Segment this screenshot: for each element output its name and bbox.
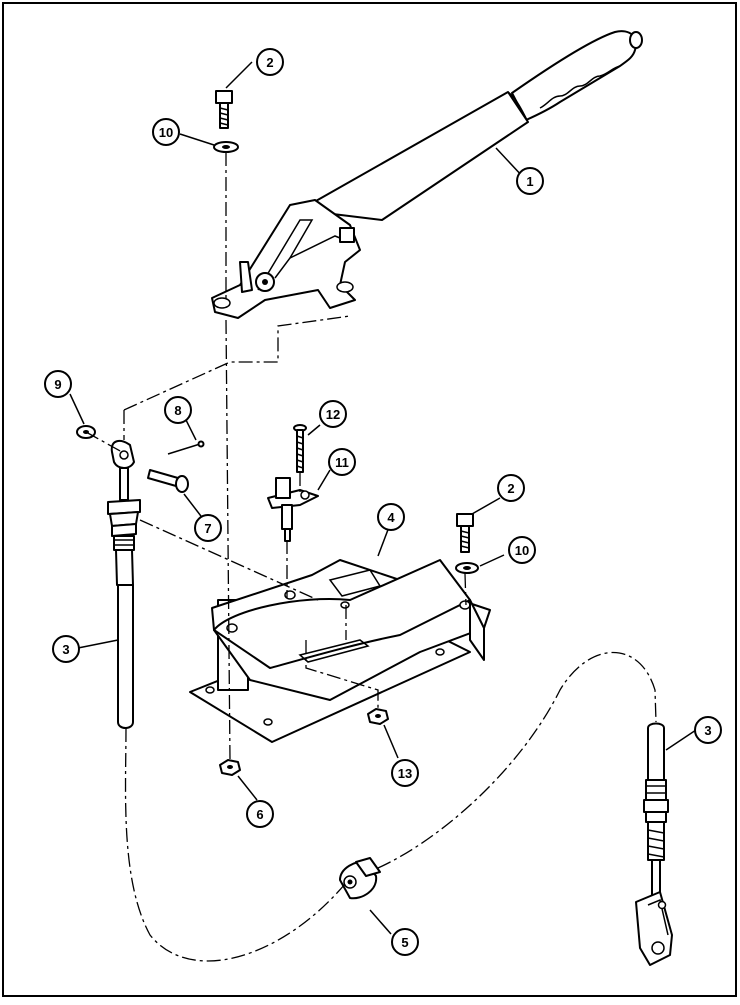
switch-body — [275, 477, 291, 499]
svg-text:11: 11 — [335, 455, 349, 470]
svg-text:2: 2 — [507, 481, 514, 496]
callout-2-lower: 2 — [497, 474, 525, 502]
cable-left-end — [107, 439, 141, 729]
callout-3-left: 3 — [52, 635, 80, 663]
cable-clip-5 — [339, 857, 381, 900]
svg-text:13: 13 — [398, 766, 412, 781]
callout-1: 1 — [516, 167, 544, 195]
assembly-lines — [85, 152, 467, 761]
handbrake-lever — [211, 30, 643, 319]
lever-nut — [339, 227, 355, 243]
leader-lines — [69, 61, 697, 935]
callout-7: 7 — [194, 514, 222, 542]
callout-2-upper: 2 — [256, 48, 284, 76]
bolt-2-lower — [456, 513, 474, 553]
svg-text:4: 4 — [387, 510, 395, 525]
bolt-2-upper — [215, 90, 233, 129]
svg-text:7: 7 — [204, 521, 211, 536]
svg-text:3: 3 — [62, 642, 69, 657]
svg-text:6: 6 — [256, 807, 263, 822]
svg-text:9: 9 — [54, 377, 61, 392]
callout-11: 11 — [328, 448, 356, 476]
cotter-pin-8 — [167, 443, 201, 455]
brake-switch — [267, 477, 319, 542]
svg-text:12: 12 — [326, 407, 340, 422]
callout-4: 4 — [377, 503, 405, 531]
clevis-pin-7 — [147, 469, 189, 493]
callout-6: 6 — [246, 800, 274, 828]
callout-12: 12 — [319, 400, 347, 428]
svg-text:10: 10 — [515, 543, 529, 558]
callout-10-upper: 10 — [152, 118, 180, 146]
svg-text:10: 10 — [159, 125, 173, 140]
callout-10-lower: 10 — [508, 536, 536, 564]
svg-text:2: 2 — [266, 55, 273, 70]
svg-text:3: 3 — [704, 723, 711, 738]
cable-sheath-path-2 — [377, 652, 657, 869]
grip-end-cap — [629, 31, 643, 49]
screw-12 — [293, 424, 307, 473]
svg-text:8: 8 — [174, 403, 181, 418]
cable-right-end — [635, 722, 673, 966]
svg-text:1: 1 — [526, 174, 533, 189]
mounting-plate — [189, 559, 491, 743]
callout-5: 5 — [391, 928, 419, 956]
callout-8: 8 — [164, 396, 192, 424]
callout-13: 13 — [391, 759, 419, 787]
callout-9: 9 — [44, 370, 72, 398]
cable-sheath-path-1 — [124, 727, 346, 962]
svg-text:5: 5 — [401, 935, 408, 950]
callout-3-right: 3 — [694, 716, 722, 744]
